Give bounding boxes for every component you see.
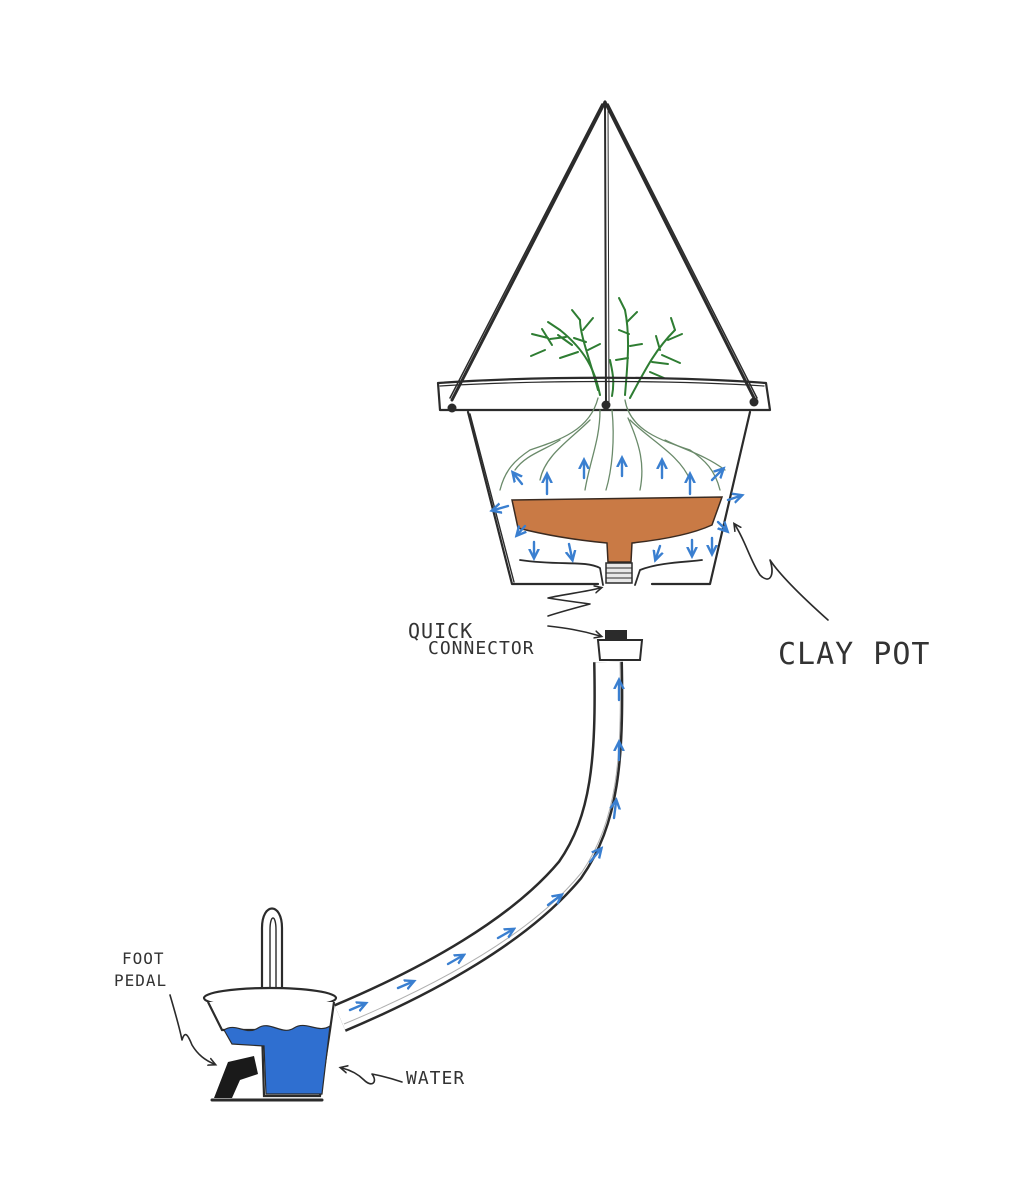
label-water: WATER [406,1068,465,1089]
label-foot-pedal-2: PEDAL [114,971,167,990]
plant-foliage [530,297,683,399]
water-hose [334,661,624,1032]
planter-pot [436,376,772,586]
water-container [202,907,338,1102]
label-quick-connector-1: QUICK [408,619,473,643]
label-foot-pedal-1: FOOT [122,949,165,968]
label-pointers [169,525,829,1085]
label-clay-pot: CLAY POT [778,637,931,672]
label-quick-connector-2: CONNECTOR [428,638,535,659]
flow-arrows-pot [494,460,740,558]
clay-reservoir [511,496,724,584]
flow-arrows-hose [348,682,619,1010]
hanging-cords [449,100,758,407]
quick-connector-fitting [596,630,644,661]
